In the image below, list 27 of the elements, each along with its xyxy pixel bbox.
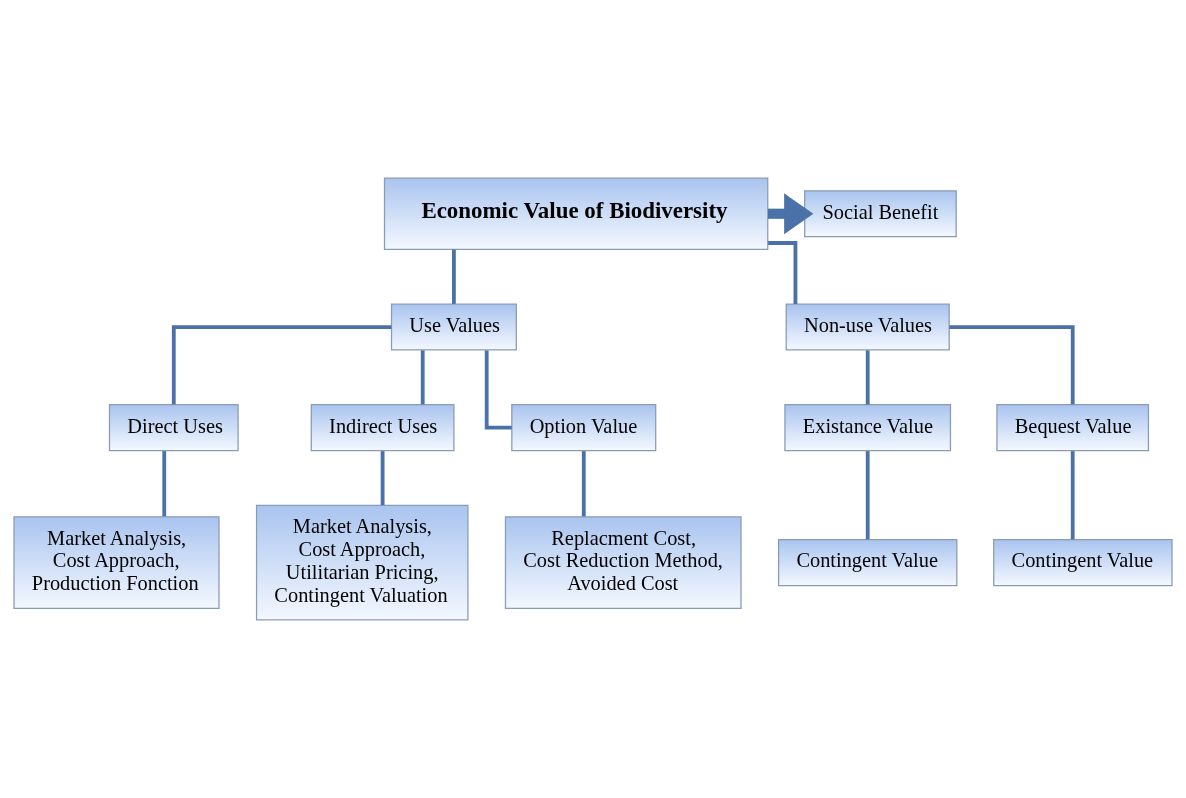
node-box: Contingent Value — [777, 539, 958, 587]
node-box: Non-use Values — [785, 303, 950, 351]
connector — [162, 451, 167, 517]
connector — [581, 451, 586, 517]
node-box: Direct Uses — [108, 404, 239, 452]
node-box: Replacment Cost, Cost Reduction Method, Avoided Cost — [504, 516, 742, 610]
connector — [484, 350, 512, 430]
connector — [768, 241, 798, 305]
node-box: Indirect Uses — [310, 404, 455, 452]
connector — [452, 249, 456, 304]
node-box: Bequest Value — [996, 404, 1150, 452]
connector — [420, 350, 425, 405]
connector — [171, 325, 392, 405]
node-box: Economic Value of Biodiversity — [383, 177, 769, 251]
arrow — [768, 193, 814, 235]
node-box: Option Value — [511, 404, 657, 452]
connector — [1070, 451, 1075, 540]
node-box: Social Benefit — [804, 190, 957, 238]
node-box: Market Analysis, Cost Approach, Utilitarian Pricing, Contingent Valuation — [255, 504, 469, 621]
node-box: Existance Value — [784, 404, 952, 452]
connector — [380, 451, 385, 506]
node-box: Contingent Value — [993, 539, 1173, 587]
connector — [949, 325, 1075, 405]
connector — [865, 350, 870, 405]
node-box: Market Analysis, Cost Approach, Production Fonction — [13, 516, 220, 610]
connector — [865, 451, 870, 540]
node-box: Use Values — [390, 303, 517, 351]
